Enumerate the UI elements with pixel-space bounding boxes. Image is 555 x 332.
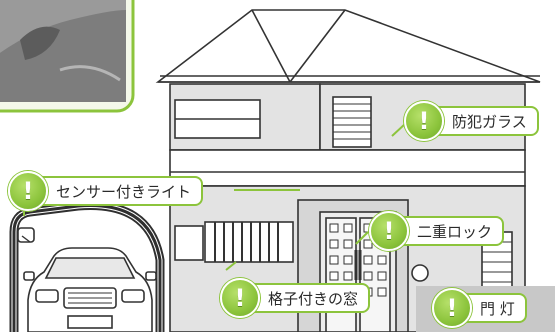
callout-bubble: ! 二重ロック [369, 211, 505, 251]
photo-panel [0, 0, 135, 113]
exclamation-icon: ! [404, 101, 444, 141]
roof [155, 9, 541, 83]
exclamation-icon: ! [8, 171, 48, 211]
callout-label-double-lock: 二重ロック [417, 222, 493, 241]
callout-bubble: ! 格子付きの窓 [220, 278, 371, 318]
callout-sensor-light: ! センサー付きライト [8, 171, 204, 211]
mid-band [169, 149, 526, 187]
callout-label-security-glass: 防犯ガラス [452, 112, 527, 131]
callout-bubble: ! センサー付きライト [8, 171, 204, 211]
callout-double-lock: ! 二重ロック [369, 211, 505, 251]
car [23, 247, 157, 332]
callout-bubble: ! 防犯ガラス [404, 101, 539, 141]
exclamation-icon: ! [220, 278, 260, 318]
callout-label-gate-light: 門 灯 [480, 299, 515, 318]
callout-security-glass: ! 防犯ガラス [404, 101, 539, 141]
callout-label-sensor-light: センサー付きライト [56, 182, 192, 201]
callout-gate-light: ! 門 灯 [432, 288, 527, 328]
exclamation-icon: ! [432, 288, 472, 328]
callout-label-barred-window: 格子付きの窓 [268, 289, 359, 308]
exclamation-icon: ! [369, 211, 409, 251]
callout-barred-window: ! 格子付きの窓 [220, 278, 371, 318]
callout-bubble: ! 門 灯 [432, 288, 527, 328]
